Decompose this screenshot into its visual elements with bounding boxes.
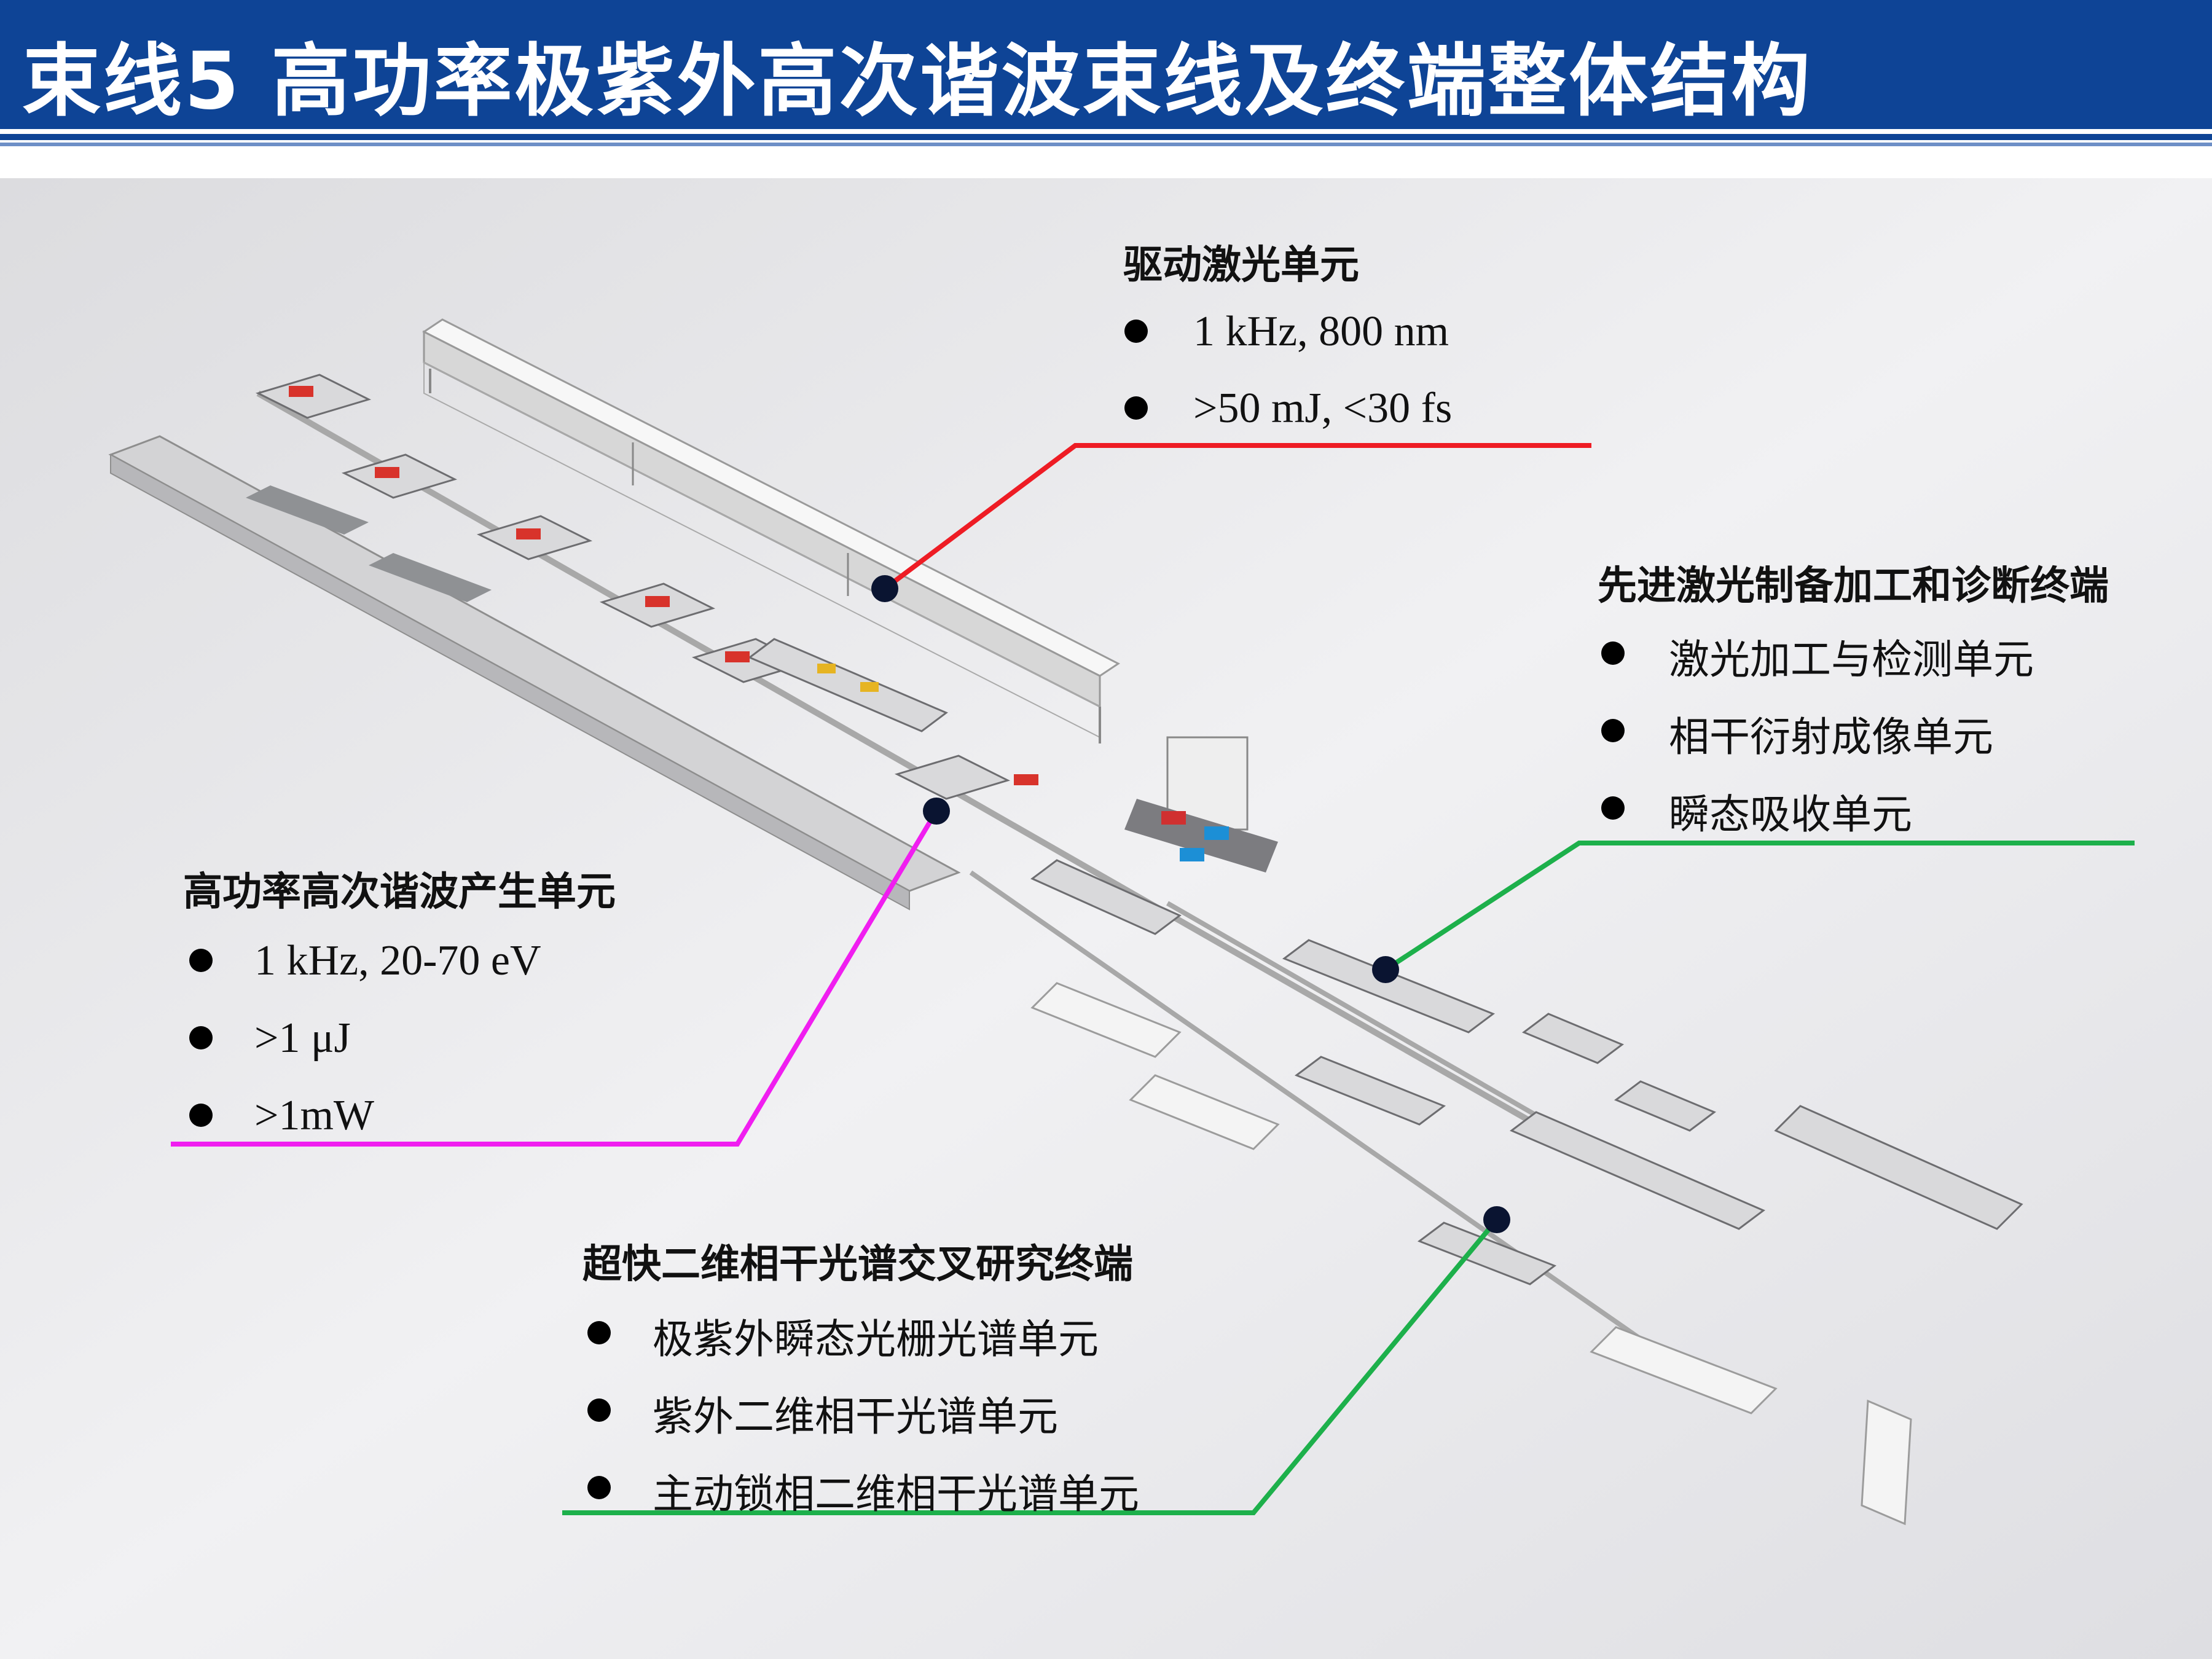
drive-laser-callout-dot: [871, 575, 898, 602]
yellow-chamber-highlights: [817, 664, 879, 692]
bullet-icon: [587, 1398, 611, 1422]
advanced-laser-callout-dot: [1372, 956, 1399, 983]
page-title: 束线5 高功率极紫外高次谐波束线及终端整体结构: [22, 36, 1813, 127]
bullet-icon: [1601, 719, 1625, 742]
bullet-icon: [1601, 796, 1625, 820]
bullet-icon: [1601, 641, 1625, 665]
left-long-table: [108, 435, 961, 911]
ultrafast-callout-dot: [1483, 1206, 1510, 1233]
drive-laser-callout-line: [883, 443, 1591, 591]
drive-laser-heading: 驱动激光单元: [1123, 243, 1359, 288]
advanced-laser-callout-line: [1384, 841, 2135, 972]
bullet-icon: [189, 1104, 213, 1127]
laser-enclosure: [422, 318, 1120, 743]
hhg-callout-line: [171, 809, 939, 1147]
hhg-heading: 高功率高次谐波产生单元: [183, 869, 616, 915]
bullet-icon: [1124, 320, 1148, 343]
bullet-icon: [189, 949, 213, 972]
ultrafast-callout-line: [562, 1218, 1499, 1515]
bullet-icon: [1124, 396, 1148, 420]
title-bar: 束线5 高功率极紫外高次谐波束线及终端整体结构: [0, 0, 2212, 129]
lower-white-tables: [1030, 982, 1912, 1526]
bullet-icon: [587, 1476, 611, 1499]
bullet-icon: [189, 1026, 213, 1049]
control-cabinet: [1124, 736, 1278, 873]
title-rule-thick: [0, 134, 2212, 140]
panel-background: [0, 178, 2212, 1659]
red-chamber-highlights: [289, 386, 1038, 785]
title-rule-thin: [0, 143, 2212, 146]
advanced-laser-heading: 先进激光制备加工和诊断终端: [1598, 563, 2109, 609]
hhg-callout-dot: [923, 798, 950, 825]
ultrafast-heading: 超快二维相干光谱交叉研究终端: [582, 1242, 1133, 1287]
bullet-icon: [587, 1321, 611, 1344]
